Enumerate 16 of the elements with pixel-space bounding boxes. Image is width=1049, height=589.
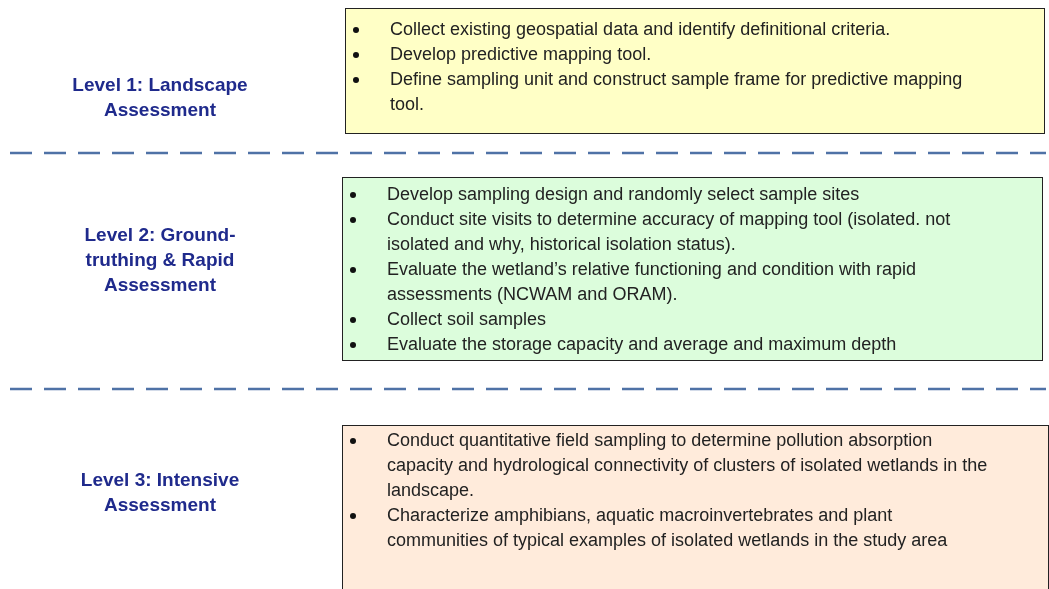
task-list-box (345, 8, 1045, 134)
bullet-item: Evaluate the wetland’s relative functioning and condition with rapid assessments (NCWAM and ORAM). (343, 257, 984, 307)
task-list-box (342, 425, 1049, 589)
bullet-item: Collect existing geospatial data and identify definitional criteria. (346, 17, 986, 42)
level-heading: Level 3: Intensive Assessment (79, 468, 241, 517)
level-heading: Level 1: Landscape Assessment (71, 73, 249, 122)
bullet-item: Develop sampling design and randomly select sample sites (343, 182, 984, 207)
task-list-box (342, 177, 1043, 361)
bullet-item: Collect soil samples (343, 307, 984, 332)
bullet-item: Conduct quantitative field sampling to determine pollution absorption capacity and hydrological connectivity of clusters of isolated wetlands in the landscape. (343, 428, 990, 503)
bullet-item: Develop predictive mapping tool. (346, 42, 986, 67)
bullet-item: Conduct site visits to determine accuracy of mapping tool (isolated. not isolated and why, historical isolation status). (343, 207, 984, 257)
level-heading: Level 2: Ground-truthing & Rapid Assessment (83, 223, 237, 297)
bullet-item: Characterize amphibians, aquatic macroinvertebrates and plant communities of typical examples of isolated wetlands in the study area (343, 503, 990, 553)
bullet-item: Define sampling unit and construct sample frame for predictive mapping tool. (346, 67, 986, 117)
bullet-item: Evaluate the storage capacity and average and maximum depth (343, 332, 984, 357)
